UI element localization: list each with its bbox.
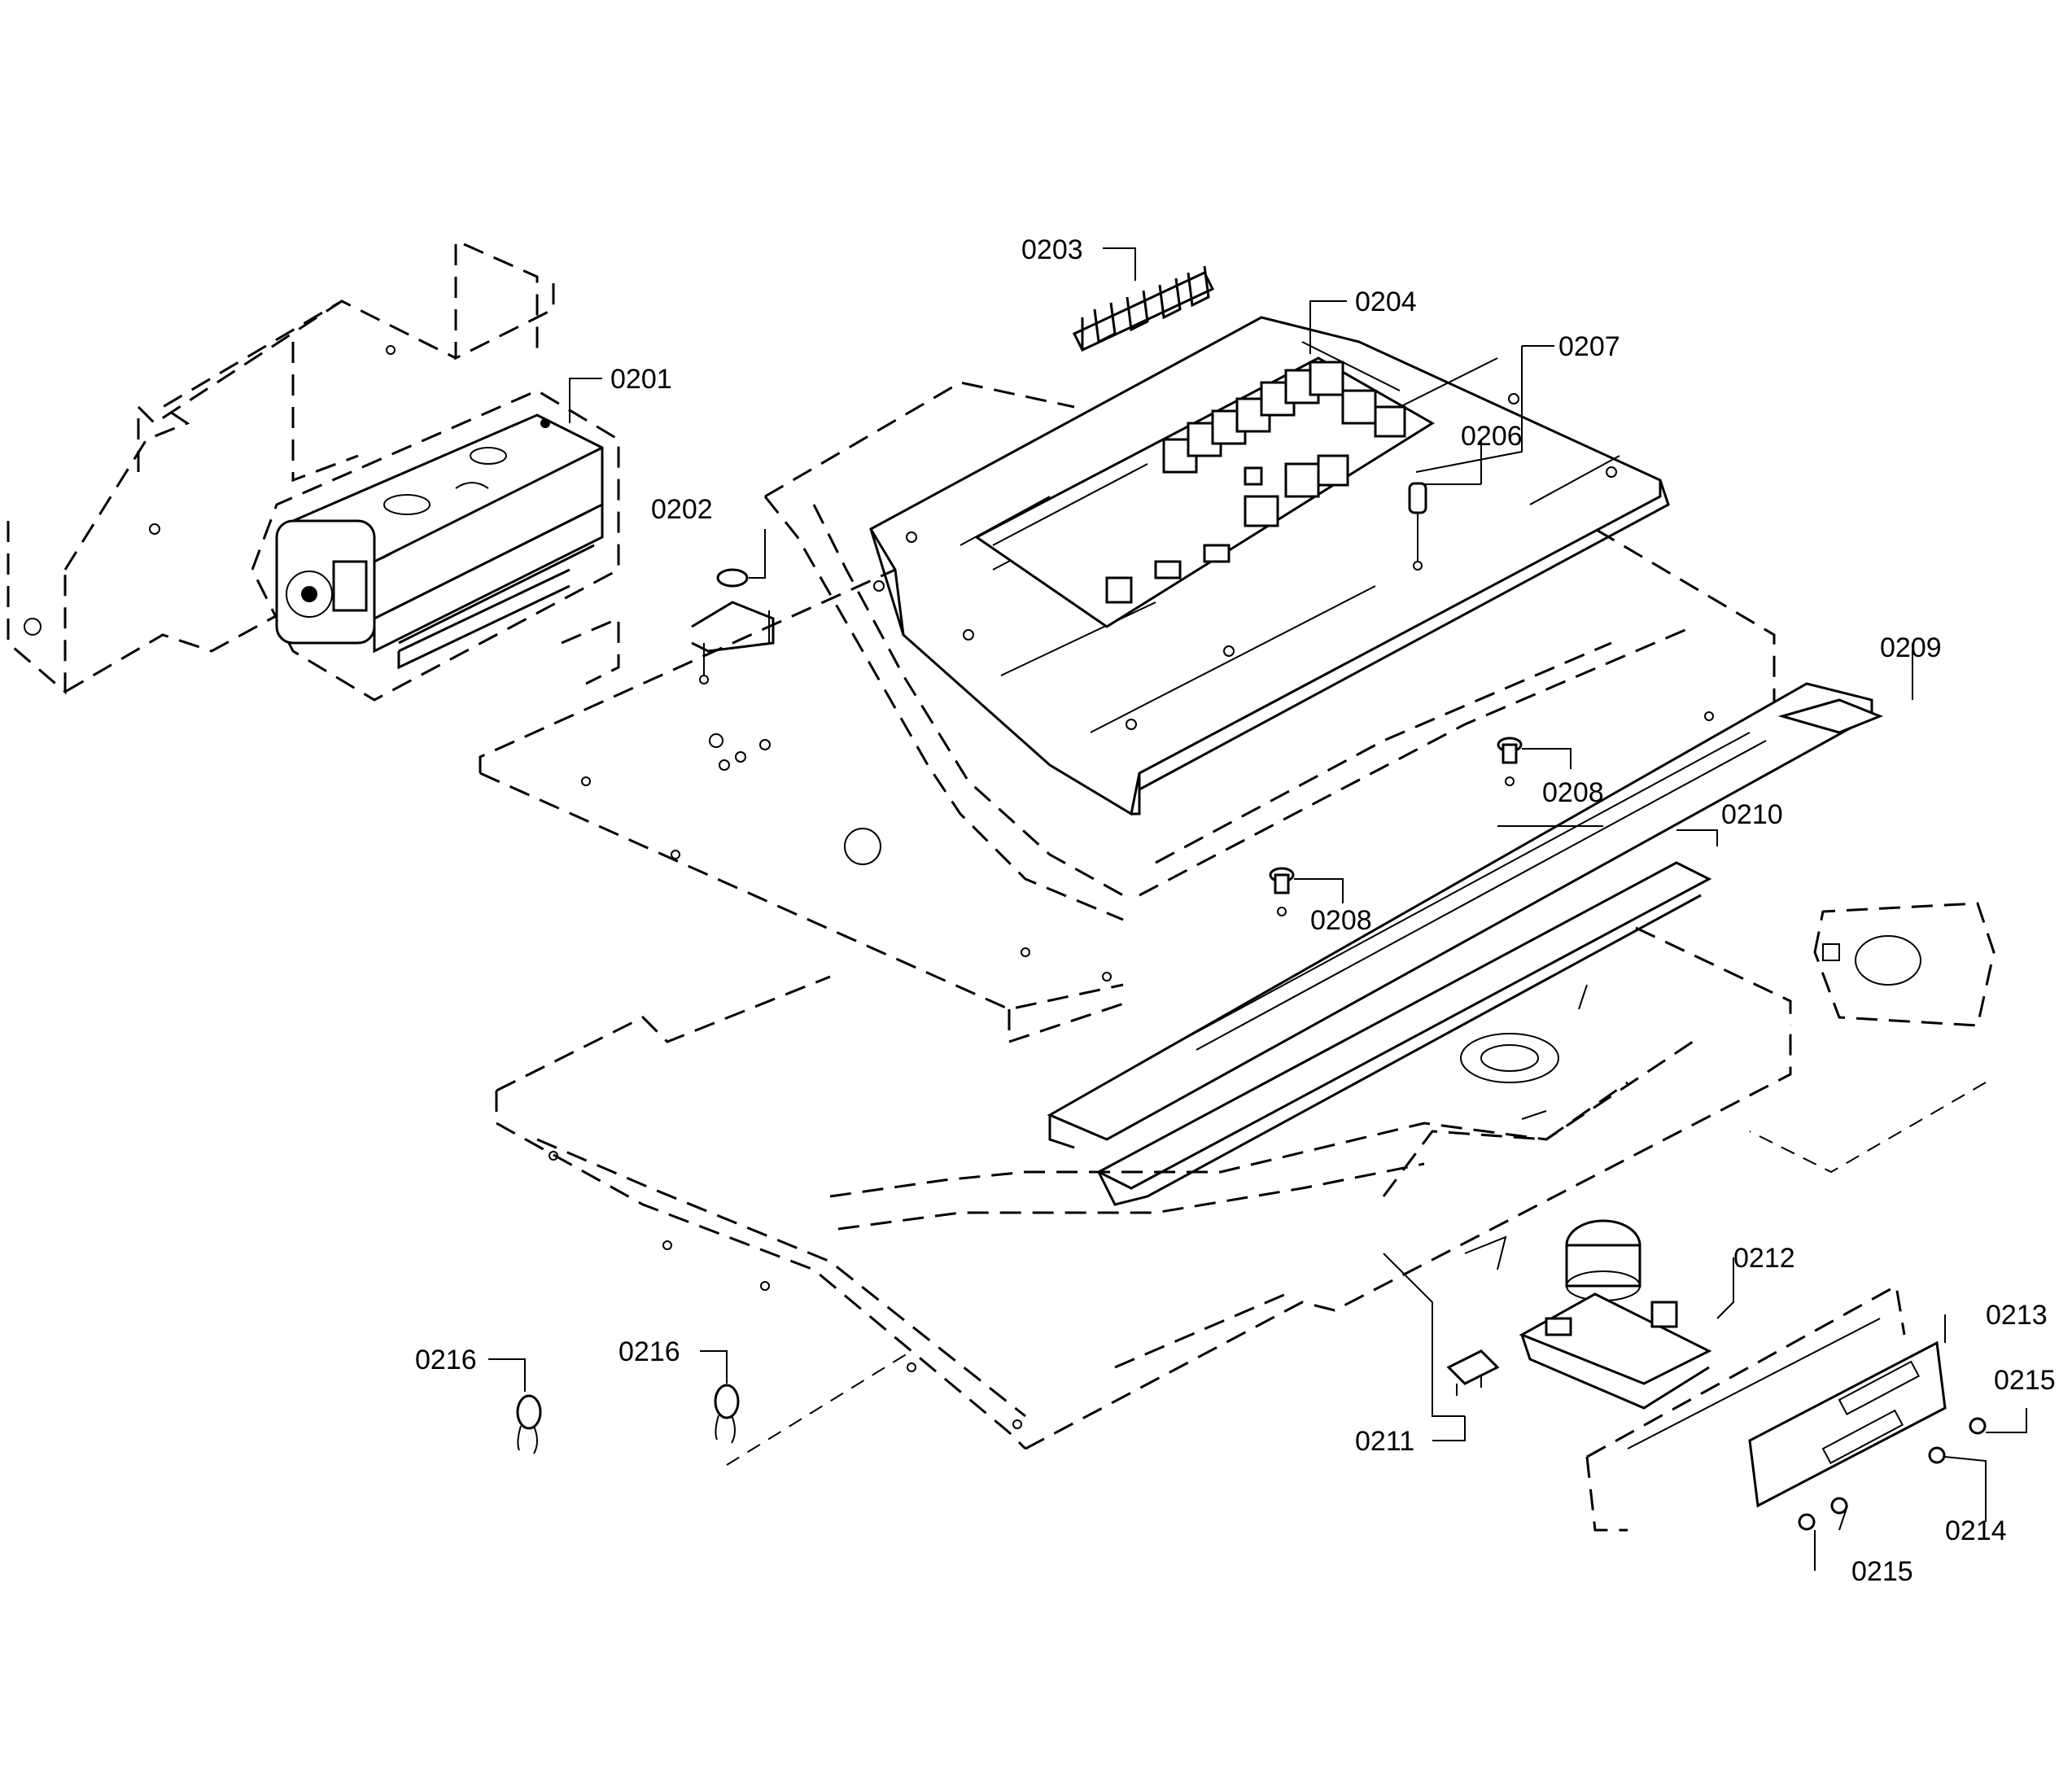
rubber-grommet-lower [1269, 867, 1295, 916]
screw-0215-lower [1798, 1513, 1816, 1531]
screw-0214-lower [1830, 1497, 1848, 1515]
cooling-fan-assembly [251, 389, 620, 702]
front-cover-plate [1748, 1340, 1947, 1508]
callout-0203: 0203 [1021, 234, 1083, 265]
screw-0214 [1928, 1446, 1946, 1464]
rubber-grommet-upper [1497, 737, 1523, 786]
wire-clip-left [516, 1394, 542, 1454]
leader-lines [488, 247, 2027, 1571]
screw-0215-upper [1969, 1417, 1987, 1435]
callout-0201: 0201 [610, 364, 672, 395]
callout-0208-upper: 0208 [1542, 777, 1604, 808]
callout-0208-lower: 0208 [1310, 905, 1372, 936]
lower-base-panel [495, 926, 1792, 1450]
callout-0204: 0204 [1355, 286, 1417, 317]
electronic-control-board [974, 356, 1435, 628]
callout-0211: 0211 [1355, 1426, 1414, 1457]
board-standoff [1408, 482, 1427, 571]
front-cover-bracket [1585, 1283, 1906, 1532]
callout-0209: 0209 [1880, 632, 1942, 663]
callout-0214: 0214 [1945, 1515, 2007, 1546]
callout-0216-left: 0216 [415, 1345, 477, 1375]
door-latch-motor [1464, 1219, 1712, 1410]
temperature-limit-switch [1446, 1349, 1500, 1396]
callout-labels: 0201 0202 0203 0204 0206 0207 0208 0208 … [415, 234, 2056, 1587]
callout-0216-right: 0216 [619, 1336, 680, 1367]
callout-0213: 0213 [1986, 1300, 2048, 1331]
callout-0212: 0212 [1733, 1243, 1795, 1274]
callout-0210: 0210 [1721, 799, 1783, 830]
wire-connector-clip [1072, 265, 1215, 352]
right-heat-shield [1749, 902, 1996, 1174]
thermostat-switch [691, 568, 775, 684]
callout-0206: 0206 [1461, 421, 1523, 452]
rail-support-bracket [1095, 861, 1712, 1206]
front-rail [1047, 682, 1884, 1149]
wire-clip-right [714, 1384, 740, 1444]
callout-0215-upper: 0215 [1994, 1365, 2056, 1396]
callout-0207: 0207 [1558, 331, 1620, 362]
callout-0202: 0202 [651, 494, 713, 525]
callout-0215-lower: 0215 [1851, 1556, 1913, 1587]
